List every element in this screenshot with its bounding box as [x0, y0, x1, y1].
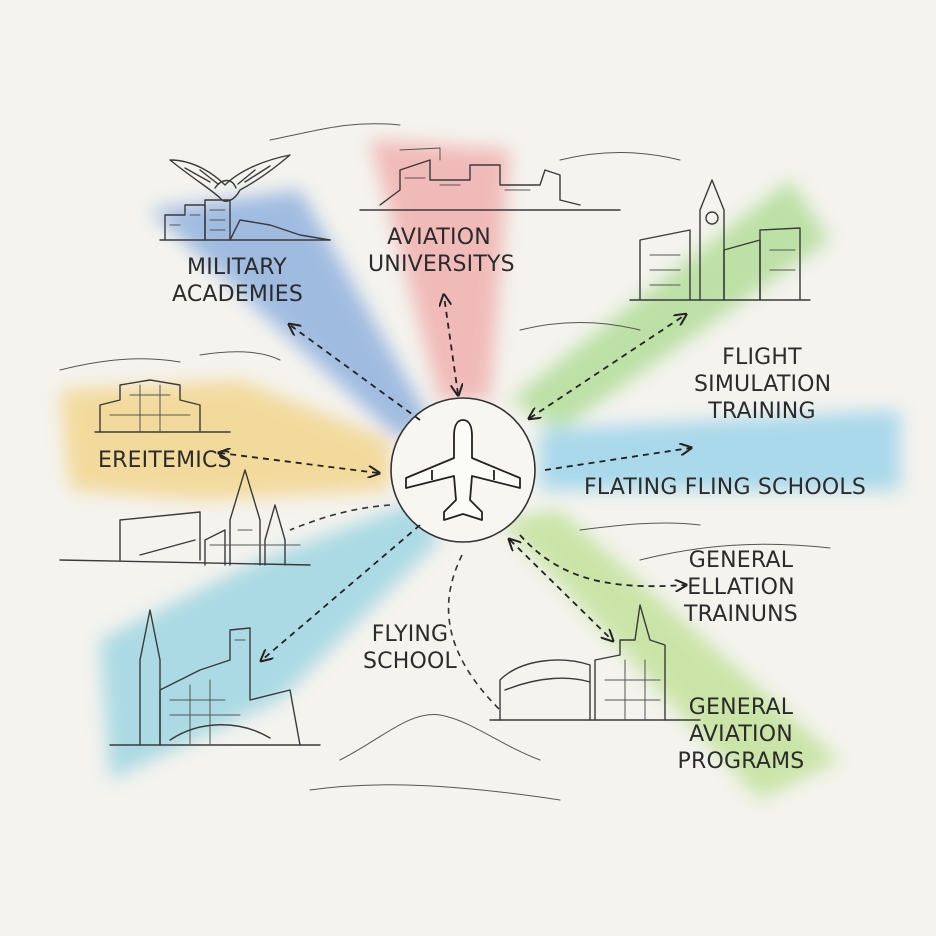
- band-ereitemics: [60, 380, 390, 500]
- label-line: PROGRAMS: [677, 748, 805, 774]
- sketch-aviation-castle: [269, 123, 681, 211]
- label-line: SIMULATION: [694, 371, 832, 397]
- label-line: EREITEMICS: [98, 448, 232, 473]
- connector-ereitemics: [220, 453, 378, 473]
- label-line: ACADEMIES: [172, 281, 304, 307]
- connector-military: [290, 325, 421, 421]
- connector-flying-castle: [262, 524, 421, 660]
- label-line: GENERAL: [688, 695, 794, 720]
- label-military-academies: MILITARY ACADEMIES: [172, 255, 304, 309]
- sketch-ereitemics-buildings: [59, 351, 281, 433]
- label-line: FLYING: [371, 622, 449, 647]
- label-line: MILITARY: [187, 255, 287, 280]
- label-line: GENERAL: [688, 548, 794, 573]
- sketch-military-buildings: [159, 199, 331, 241]
- label-flating-fling-schools: FLATING FLING SCHOOLS: [584, 475, 866, 502]
- connector-flying-school: [447, 554, 501, 711]
- label-aviation-universities: AVIATION UNIVERSITYS: [368, 225, 515, 279]
- label-line: UNIVERSITYS: [368, 251, 515, 277]
- band-flying-school: [100, 500, 440, 780]
- label-line: SCHOOL: [363, 648, 457, 674]
- label-line: TRAINING: [708, 398, 816, 424]
- sketch-flying-school-castle: [109, 609, 321, 746]
- connector-cathedral: [289, 504, 391, 531]
- label-line: AVIATION: [387, 225, 491, 250]
- connector-aviation: [444, 296, 458, 394]
- label-flying-school: FLYING SCHOOL: [362, 622, 458, 676]
- label-line: ELLATION: [687, 574, 795, 600]
- band-military: [150, 190, 430, 440]
- sketch-clocktower: [629, 179, 811, 301]
- label-ereitemics: EREITEMICS: [98, 448, 232, 475]
- connectors: [220, 296, 690, 711]
- label-flight-simulation-training: FLIGHT SIMULATION TRAINING: [694, 345, 832, 425]
- airplane-icon: [405, 419, 521, 521]
- band-aviation-universities: [370, 140, 510, 400]
- label-general-ellation-trainuns: GENERAL ELLATION TRAINUNS: [680, 548, 802, 628]
- label-line: AVIATION: [689, 721, 793, 747]
- label-line: TRAINUNS: [684, 601, 798, 627]
- sketch-eagle: [169, 154, 291, 202]
- label-line: FLATING FLING SCHOOLS: [584, 475, 867, 500]
- label-general-aviation-programs: GENERAL AVIATION PROGRAMS: [676, 695, 806, 775]
- connector-general-aviation: [510, 540, 612, 640]
- hub: [390, 397, 536, 543]
- label-line: FLIGHT: [722, 345, 802, 370]
- connector-flating: [544, 448, 690, 471]
- connector-flight: [530, 315, 685, 418]
- band-flating-schools: [540, 410, 900, 490]
- sketch-general-aviation-buildings: [489, 604, 701, 721]
